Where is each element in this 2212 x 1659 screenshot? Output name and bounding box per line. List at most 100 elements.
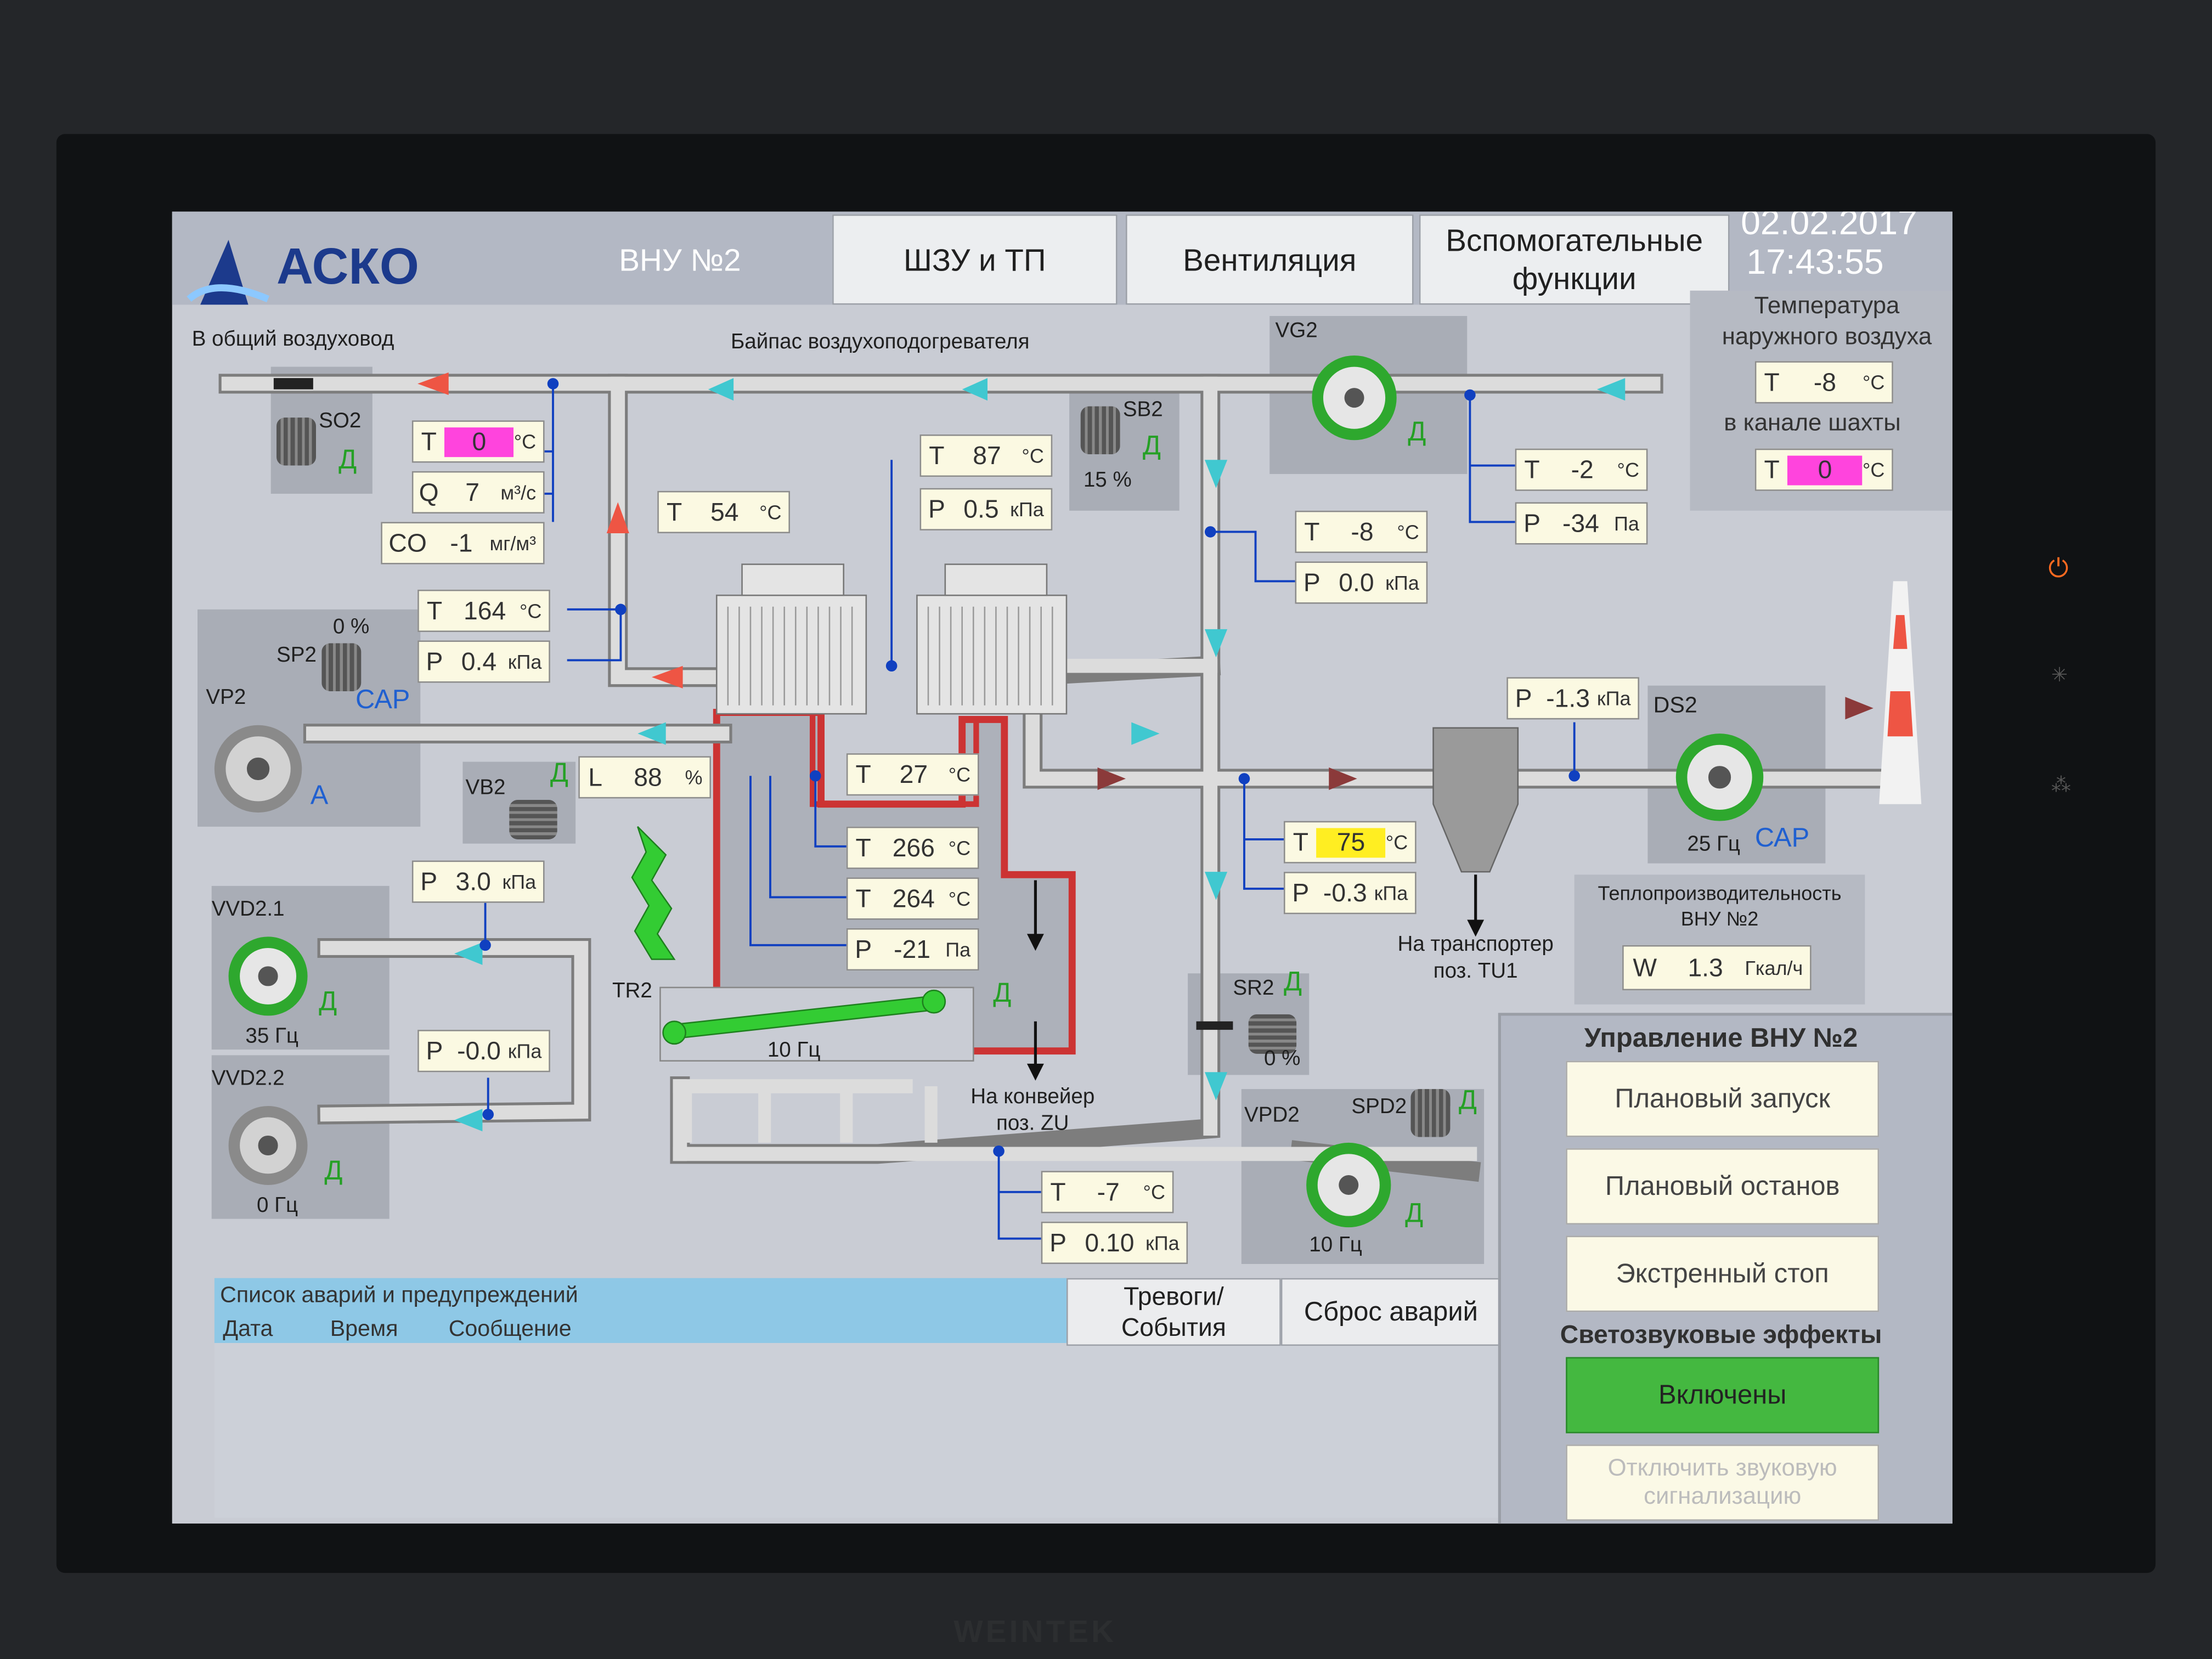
so2-damper-icon[interactable] bbox=[276, 417, 316, 466]
so2-status: Д bbox=[338, 445, 357, 476]
vvd21-fan-icon[interactable] bbox=[228, 936, 308, 1016]
alarm-col-date: Дата bbox=[223, 1317, 273, 1342]
alarm-col-time: Время bbox=[330, 1317, 398, 1342]
page-title: ВНУ №2 bbox=[619, 242, 741, 278]
vvd22-frequency: 0 Гц bbox=[256, 1193, 298, 1218]
crusher-icon bbox=[631, 826, 676, 960]
vvd22-fan-icon[interactable] bbox=[228, 1105, 308, 1185]
sp2-label: SP2 bbox=[276, 643, 317, 668]
alarm-list-title: Список аварий и предупреждений bbox=[220, 1283, 578, 1308]
sb2-damper-icon[interactable] bbox=[1080, 406, 1120, 454]
so2-label: SO2 bbox=[319, 409, 362, 433]
vg2-status: Д bbox=[1408, 417, 1426, 448]
asko-logo-icon bbox=[186, 234, 270, 318]
tr2-label: TR2 bbox=[612, 979, 652, 1003]
reset-alarms-button[interactable]: Сброс аварий bbox=[1280, 1278, 1501, 1346]
outdoor-temp-title: Температура наружного воздуха bbox=[1722, 292, 1932, 350]
ds2-fan-icon[interactable] bbox=[1675, 733, 1764, 821]
vvd21-label: VVD2.1 bbox=[211, 897, 285, 922]
vp2-mode: А bbox=[310, 781, 329, 811]
tab-aux-functions[interactable]: Вспомогательные функции bbox=[1419, 214, 1730, 305]
cyclone bbox=[1432, 727, 1519, 873]
vb2-label: VB2 bbox=[465, 776, 506, 800]
vvd21-status: Д bbox=[319, 987, 337, 1017]
vpd2-label: VPD2 bbox=[1244, 1103, 1300, 1127]
alarm-list-body[interactable] bbox=[214, 1342, 1498, 1518]
sb2-position: 15 % bbox=[1083, 468, 1132, 493]
vg2-label: VG2 bbox=[1275, 319, 1318, 343]
mid-duct-temperature: T-8°С bbox=[1295, 510, 1428, 553]
vp2-fan-icon[interactable] bbox=[214, 725, 302, 813]
sp2-mode: САР bbox=[355, 685, 410, 715]
alarm-list-header bbox=[214, 1278, 1066, 1343]
vb2-motor-icon[interactable] bbox=[509, 799, 557, 839]
planned-stop-button[interactable]: Плановый останов bbox=[1566, 1148, 1880, 1224]
ds2-mode: САР bbox=[1754, 823, 1810, 854]
control-title: Управление ВНУ №2 bbox=[1584, 1024, 1858, 1054]
to-conveyor-label: На конвейер поз. ZU bbox=[970, 1085, 1095, 1136]
emergency-stop-button[interactable]: Экстренный стоп bbox=[1566, 1235, 1880, 1312]
planned-start-button[interactable]: Плановый запуск bbox=[1566, 1060, 1880, 1137]
tr2-status: Д bbox=[993, 979, 1012, 1009]
effects-enabled-button[interactable]: Включены bbox=[1566, 1357, 1880, 1434]
sp2-position: 0 % bbox=[332, 615, 370, 639]
vpd2-fan-icon[interactable] bbox=[1306, 1142, 1391, 1228]
network-icon: ⁂ bbox=[2051, 773, 2071, 796]
alarm-col-message: Сообщение bbox=[448, 1317, 572, 1342]
common-duct-label: В общий воздуховод bbox=[191, 327, 394, 352]
return-temperature: T-7°С bbox=[1041, 1171, 1174, 1214]
outdoor-temperature: T-8°С bbox=[1754, 361, 1893, 404]
sr2-position: 0 % bbox=[1263, 1046, 1301, 1071]
effects-title: Светозвуковые эффекты bbox=[1560, 1320, 1882, 1349]
sr2-status: Д bbox=[1283, 967, 1302, 997]
spd2-damper-icon[interactable] bbox=[1410, 1089, 1451, 1137]
spd2-status: Д bbox=[1458, 1086, 1477, 1116]
ds2-label: DS2 bbox=[1653, 694, 1697, 718]
vvd22-status: Д bbox=[324, 1156, 343, 1187]
tab-ventilation[interactable]: Вентиляция bbox=[1125, 214, 1414, 305]
spd2-label: SPD2 bbox=[1351, 1094, 1407, 1119]
brightness-icon: ✳ bbox=[2051, 663, 2068, 686]
sb2-status: Д bbox=[1142, 431, 1161, 461]
vvd22-label: VVD2.2 bbox=[211, 1066, 285, 1091]
power-icon[interactable]: ⏻ bbox=[2048, 554, 2069, 583]
to-transporter-label: На транспортер поз. TU1 bbox=[1397, 932, 1554, 984]
vb2-status: Д bbox=[550, 759, 568, 789]
vpd2-frequency: 10 Гц bbox=[1309, 1233, 1362, 1257]
bypass-label: Байпас воздухоподогревателя bbox=[730, 330, 1030, 354]
sp2-damper-icon[interactable] bbox=[321, 643, 362, 691]
time-display: 17:43:55 bbox=[1746, 242, 1884, 283]
mute-alarm-button[interactable]: Отключить звуковую сигнализацию bbox=[1566, 1444, 1880, 1521]
vg2-fan-icon[interactable] bbox=[1312, 355, 1397, 441]
control-panel: Управление ВНУ №2 Плановый запуск Планов… bbox=[1498, 1013, 1953, 1524]
tab-shzu-tp[interactable]: ШЗУ и ТП bbox=[832, 214, 1118, 305]
logo-text: АСКО bbox=[276, 236, 419, 295]
events-button[interactable]: Тревоги/ События bbox=[1066, 1278, 1281, 1346]
vpd2-status: Д bbox=[1405, 1199, 1424, 1229]
date-display: 02.02.2017 bbox=[1741, 211, 1917, 243]
vp2-label: VP2 bbox=[206, 685, 246, 710]
shaft-temp-title: в канале шахты bbox=[1724, 409, 1901, 436]
